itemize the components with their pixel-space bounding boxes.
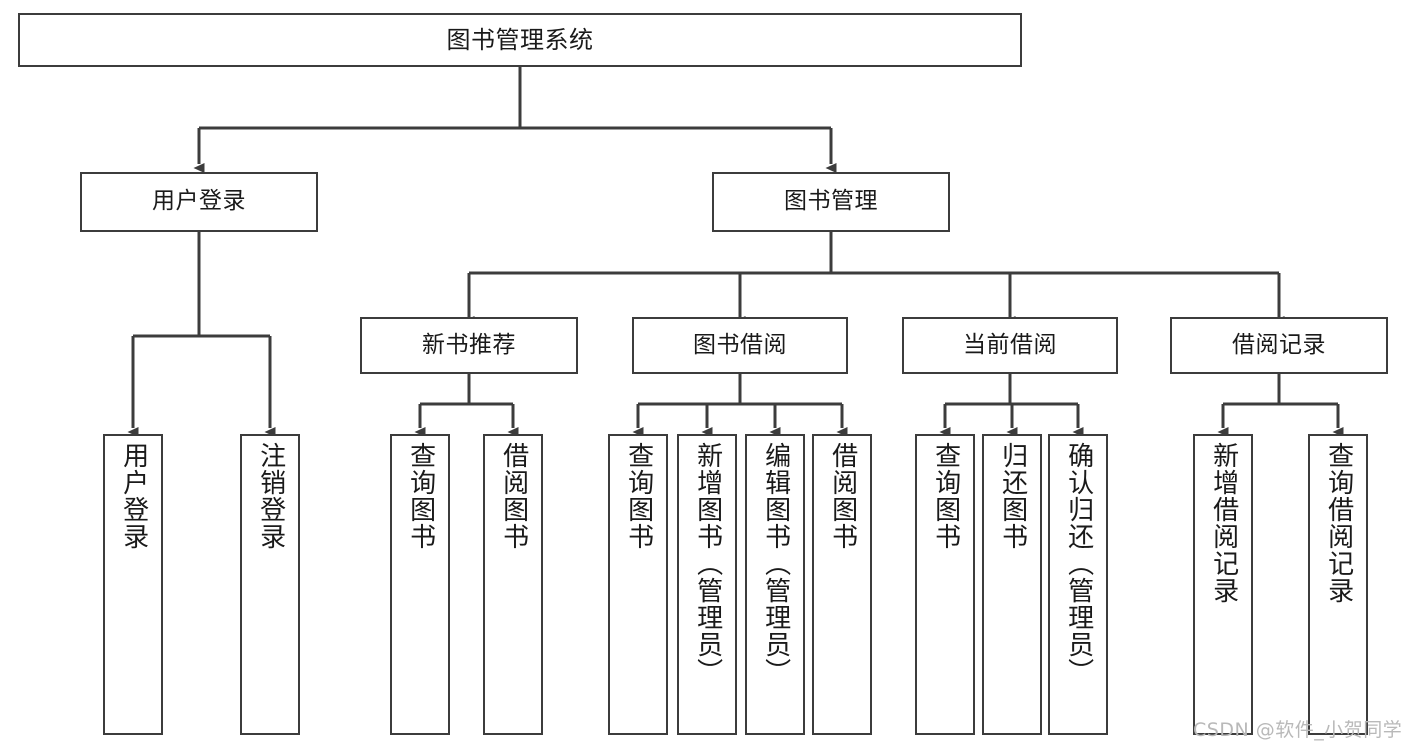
leaf-confirm-return-admin[interactable]: 确认归还（管理员）: [1048, 434, 1108, 735]
node-borrow-record[interactable]: 借阅记录: [1170, 317, 1388, 374]
node-label: 借阅图书: [827, 442, 858, 550]
node-label: 新增图书（管理员）: [692, 442, 723, 685]
node-root-system[interactable]: 图书管理系统: [18, 13, 1022, 67]
leaf-user-login[interactable]: 用户登录: [103, 434, 163, 735]
node-label: 用户登录: [152, 188, 246, 215]
leaf-logout[interactable]: 注销登录: [240, 434, 300, 735]
leaf-add-borrow-record[interactable]: 新增借阅记录: [1193, 434, 1253, 735]
node-label: 当前借阅: [963, 331, 1057, 358]
node-label: 查询图书: [930, 442, 961, 550]
node-book-management[interactable]: 图书管理: [712, 172, 950, 232]
node-user-login[interactable]: 用户登录: [80, 172, 318, 232]
node-label: 确认归还（管理员）: [1063, 442, 1094, 685]
node-label: 新增借阅记录: [1208, 442, 1239, 604]
leaf-borrow-book[interactable]: 借阅图书: [812, 434, 872, 735]
node-label: 查询借阅记录: [1323, 442, 1354, 604]
leaf-borrow-query-book[interactable]: 查询图书: [608, 434, 668, 735]
node-label: 图书管理系统: [446, 25, 594, 54]
csdn-watermark: CSDN @软件_小贺同学: [1193, 719, 1403, 741]
node-label: 新书推荐: [422, 331, 516, 358]
node-label: 图书管理: [784, 188, 878, 215]
node-label: 借阅图书: [498, 442, 529, 550]
node-label: 查询图书: [405, 442, 436, 550]
leaf-edit-book-admin[interactable]: 编辑图书（管理员）: [745, 434, 805, 735]
node-label: 编辑图书（管理员）: [760, 442, 791, 685]
leaf-query-borrow-record[interactable]: 查询借阅记录: [1308, 434, 1368, 735]
node-current-borrow[interactable]: 当前借阅: [902, 317, 1118, 374]
node-label: 借阅记录: [1232, 331, 1326, 358]
node-label: 归还图书: [997, 442, 1028, 550]
leaf-recommend-query-book[interactable]: 查询图书: [390, 434, 450, 735]
leaf-return-book[interactable]: 归还图书: [982, 434, 1042, 735]
node-new-book-recommend[interactable]: 新书推荐: [360, 317, 578, 374]
node-label: 查询图书: [623, 442, 654, 550]
node-label: 用户登录: [118, 442, 149, 550]
leaf-recommend-borrow-book[interactable]: 借阅图书: [483, 434, 543, 735]
node-label: 注销登录: [255, 442, 286, 550]
node-book-borrow[interactable]: 图书借阅: [632, 317, 848, 374]
leaf-add-book-admin[interactable]: 新增图书（管理员）: [677, 434, 737, 735]
leaf-current-query-book[interactable]: 查询图书: [915, 434, 975, 735]
node-label: 图书借阅: [693, 331, 787, 358]
